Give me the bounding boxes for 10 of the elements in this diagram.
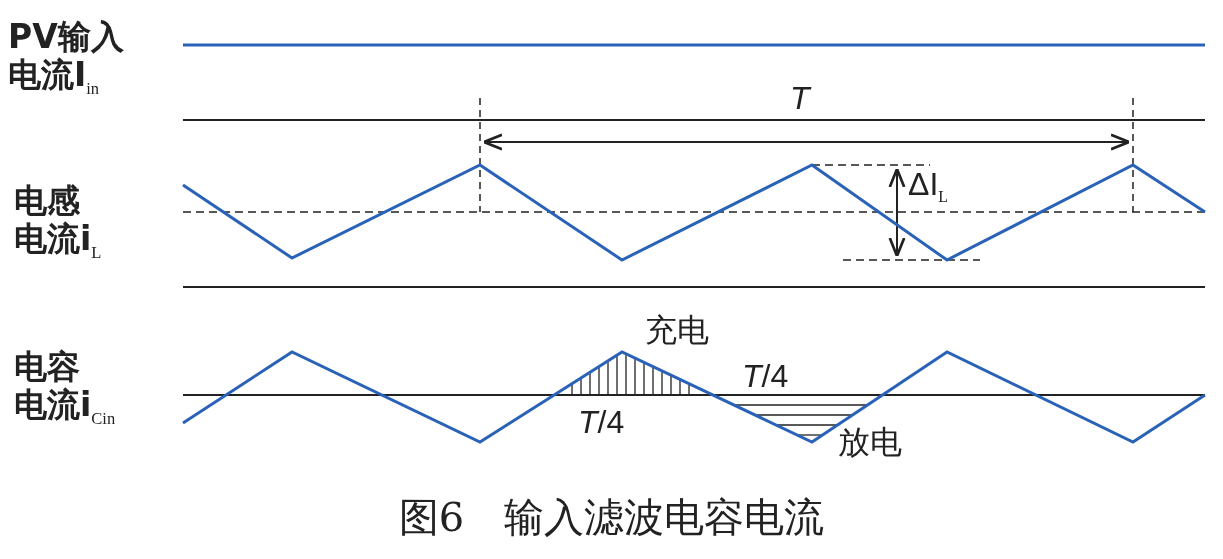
charge-label: 充电 [645, 312, 709, 349]
period-label: T [790, 80, 810, 117]
discharge-label: 放电 [838, 424, 902, 461]
signal-label: PV输入电流I$_{in}$ [8, 18, 124, 99]
duration-label: T/4 [742, 358, 789, 395]
signal-label: 电容电流i$_{Cin}$ [14, 348, 116, 429]
duration-label: T/4 [578, 404, 625, 441]
figure-caption: 图6 输入滤波电容电流 [397, 494, 826, 540]
ripple-label: ΔI$_{L}$ [908, 166, 949, 207]
signal-label: 电感电流i$_{L}$ [14, 182, 102, 263]
